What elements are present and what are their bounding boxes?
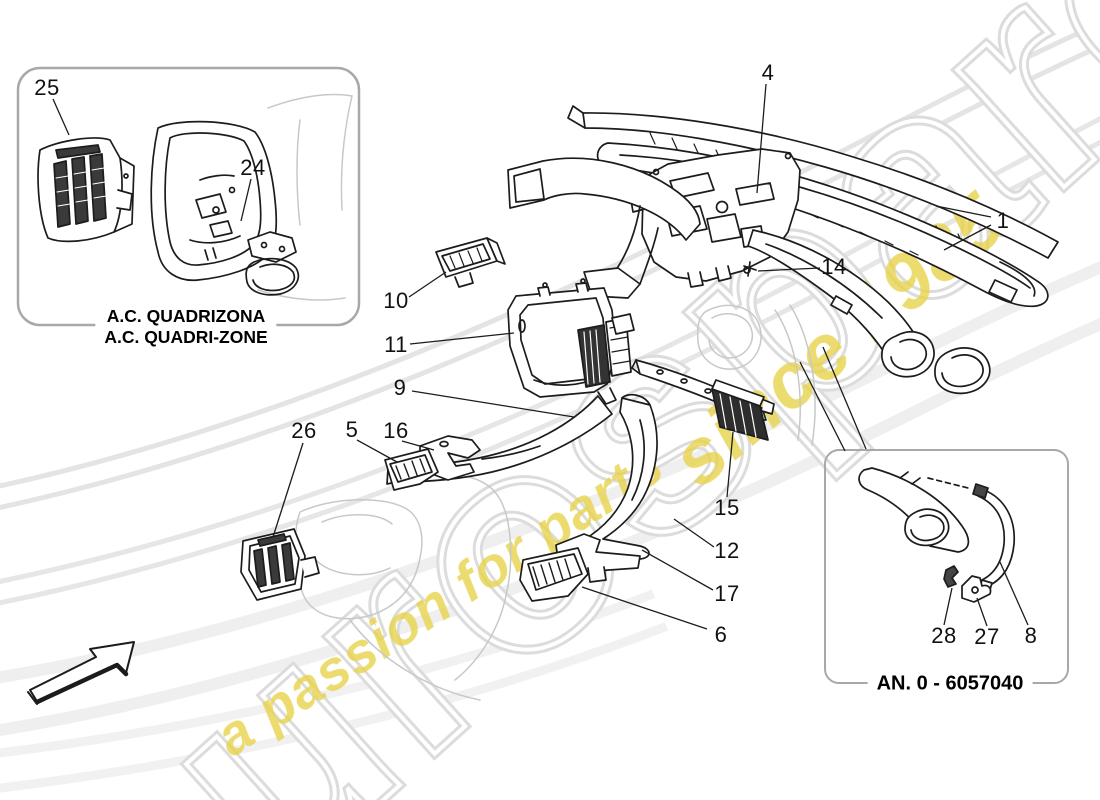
watermark-swoosh bbox=[0, 20, 1100, 793]
rear-vent-panel bbox=[37, 137, 135, 243]
callout-1: 1 bbox=[996, 208, 1010, 233]
callout-27: 27 bbox=[974, 624, 1000, 649]
side-vent-left bbox=[435, 237, 506, 288]
diffuser-fixing-screw bbox=[743, 261, 757, 277]
callout-10: 10 bbox=[383, 288, 409, 313]
callout-15: 15 bbox=[714, 495, 740, 520]
right-side-duct bbox=[747, 229, 991, 395]
fixing-clip bbox=[943, 565, 959, 588]
callout-leader-lines bbox=[52, 83, 1029, 630]
callout-12: 12 bbox=[714, 538, 740, 563]
callout-26: 26 bbox=[291, 418, 317, 443]
callout-6: 6 bbox=[714, 622, 728, 647]
callout-9: 9 bbox=[393, 375, 407, 400]
callout-4: 4 bbox=[761, 60, 775, 85]
inset-duct-detail bbox=[858, 467, 970, 553]
callout-14: 14 bbox=[821, 254, 847, 279]
rear-console-vent bbox=[240, 528, 320, 601]
passenger-vent-and-trim bbox=[631, 359, 775, 441]
callout-25: 25 bbox=[34, 75, 60, 100]
callout-11: 11 bbox=[384, 332, 408, 357]
callout-8: 8 bbox=[1024, 623, 1038, 648]
drain-hose bbox=[972, 483, 1016, 594]
under-dash-vent-left bbox=[384, 448, 439, 491]
quadrizone-inset-label: A.C. QUADRIZONA A.C. QUADRI-ZONE bbox=[95, 305, 277, 349]
callout-16: 16 bbox=[383, 418, 409, 443]
annotation-inset-label: AN. 0 - 6057040 bbox=[867, 671, 1033, 697]
callout-28: 28 bbox=[931, 623, 957, 648]
floor-vent-grille bbox=[519, 547, 589, 602]
central-vents-frame bbox=[507, 278, 635, 405]
direction-arrow bbox=[27, 641, 135, 705]
quadrizone-label-line1: A.C. QUADRIZONA bbox=[106, 306, 266, 326]
quadrizone-label-line2: A.C. QUADRI-ZONE bbox=[104, 327, 268, 347]
callout-17: 17 bbox=[714, 581, 740, 606]
hose-bracket bbox=[961, 575, 992, 603]
callout-24: 24 bbox=[240, 155, 266, 180]
rear-console-frame bbox=[150, 120, 300, 296]
callout-5: 5 bbox=[345, 417, 359, 442]
